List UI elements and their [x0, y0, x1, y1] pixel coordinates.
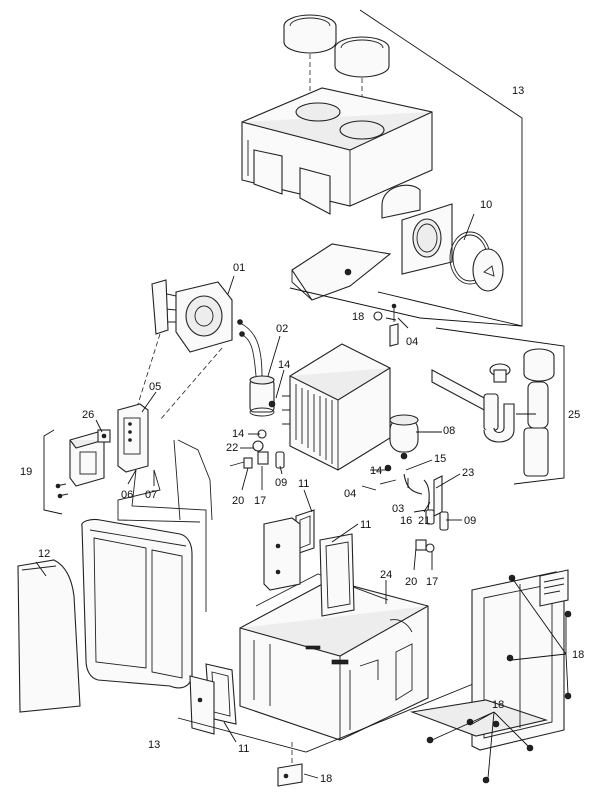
siphon-pipe-section	[523, 348, 555, 477]
deflector-plate	[291, 243, 392, 301]
callout-18-b: 18	[320, 773, 332, 785]
callout-20-b: 20	[405, 576, 417, 588]
fan-burner-assembly	[151, 279, 233, 353]
flue-adapter-plate	[401, 203, 453, 275]
callout-24: 24	[380, 569, 392, 581]
callout-25: 25	[568, 409, 580, 421]
callout-18-d: 18	[492, 699, 504, 711]
callout-14-b: 14	[232, 428, 244, 440]
callout-03: 03	[392, 503, 404, 515]
callout-11-b: 11	[360, 519, 371, 531]
connector-small	[97, 429, 111, 443]
sight-frame-lower	[189, 675, 215, 735]
callout-02: 02	[276, 323, 288, 335]
fittings-cluster-right	[379, 464, 449, 553]
callout-26: 26	[82, 409, 94, 421]
callout-09-a: 09	[275, 477, 287, 489]
fittings-cluster-top	[373, 303, 399, 347]
callout-15: 15	[434, 453, 446, 465]
callout-06: 06	[121, 489, 133, 501]
callout-23: 23	[462, 467, 474, 479]
callout-16: 16	[400, 515, 412, 527]
front-panel-door	[17, 559, 81, 713]
callout-04-a: 04	[344, 488, 356, 500]
callout-04-b: 04	[406, 336, 418, 348]
callout-08: 08	[443, 425, 455, 437]
callout-09-b: 09	[464, 515, 476, 527]
callout-labels: 01 02 14 05 26 14 22 19 06 07 20 17 09 1…	[20, 85, 584, 785]
heat-exchanger	[282, 343, 391, 471]
callout-10: 10	[480, 199, 492, 211]
callout-11-a: 11	[298, 478, 309, 490]
front-frame	[81, 518, 193, 689]
bottom-bracket	[277, 763, 303, 787]
expansion-vessel	[389, 414, 419, 460]
callout-22: 22	[226, 442, 238, 454]
sight-panel-middle	[319, 533, 355, 617]
callout-18-a: 18	[352, 311, 364, 323]
flue-ring-right	[334, 36, 390, 78]
top-cover-housing	[241, 87, 433, 219]
wall-mounting-frame	[409, 571, 565, 751]
callout-19: 19	[20, 466, 32, 478]
callout-07: 07	[145, 489, 157, 501]
callout-14-a: 14	[278, 359, 290, 371]
fixing-screws	[426, 574, 572, 784]
callout-11-c: 11	[238, 743, 249, 755]
flue-cap	[472, 248, 504, 292]
callout-18-c: 18	[572, 649, 584, 661]
callout-17-b: 17	[426, 576, 438, 588]
wall-label-plate	[539, 569, 569, 607]
callout-05: 05	[149, 381, 161, 393]
fittings-cluster-left	[229, 400, 285, 469]
control-panel-board	[117, 403, 149, 473]
callout-14-c: 14	[370, 465, 382, 477]
callout-21: 21	[418, 515, 430, 527]
callout-12: 12	[38, 548, 50, 560]
leader-lines	[35, 213, 569, 779]
gas-valve	[249, 375, 275, 417]
callout-13-a: 13	[512, 85, 524, 97]
callout-20-a: 20	[232, 495, 244, 507]
callout-13-b: 13	[148, 739, 160, 751]
callout-01: 01	[233, 262, 245, 274]
condensate-siphon	[431, 363, 515, 443]
flue-ring-left	[283, 14, 337, 54]
callout-17-a: 17	[254, 495, 266, 507]
burner-door-plate	[263, 517, 301, 591]
